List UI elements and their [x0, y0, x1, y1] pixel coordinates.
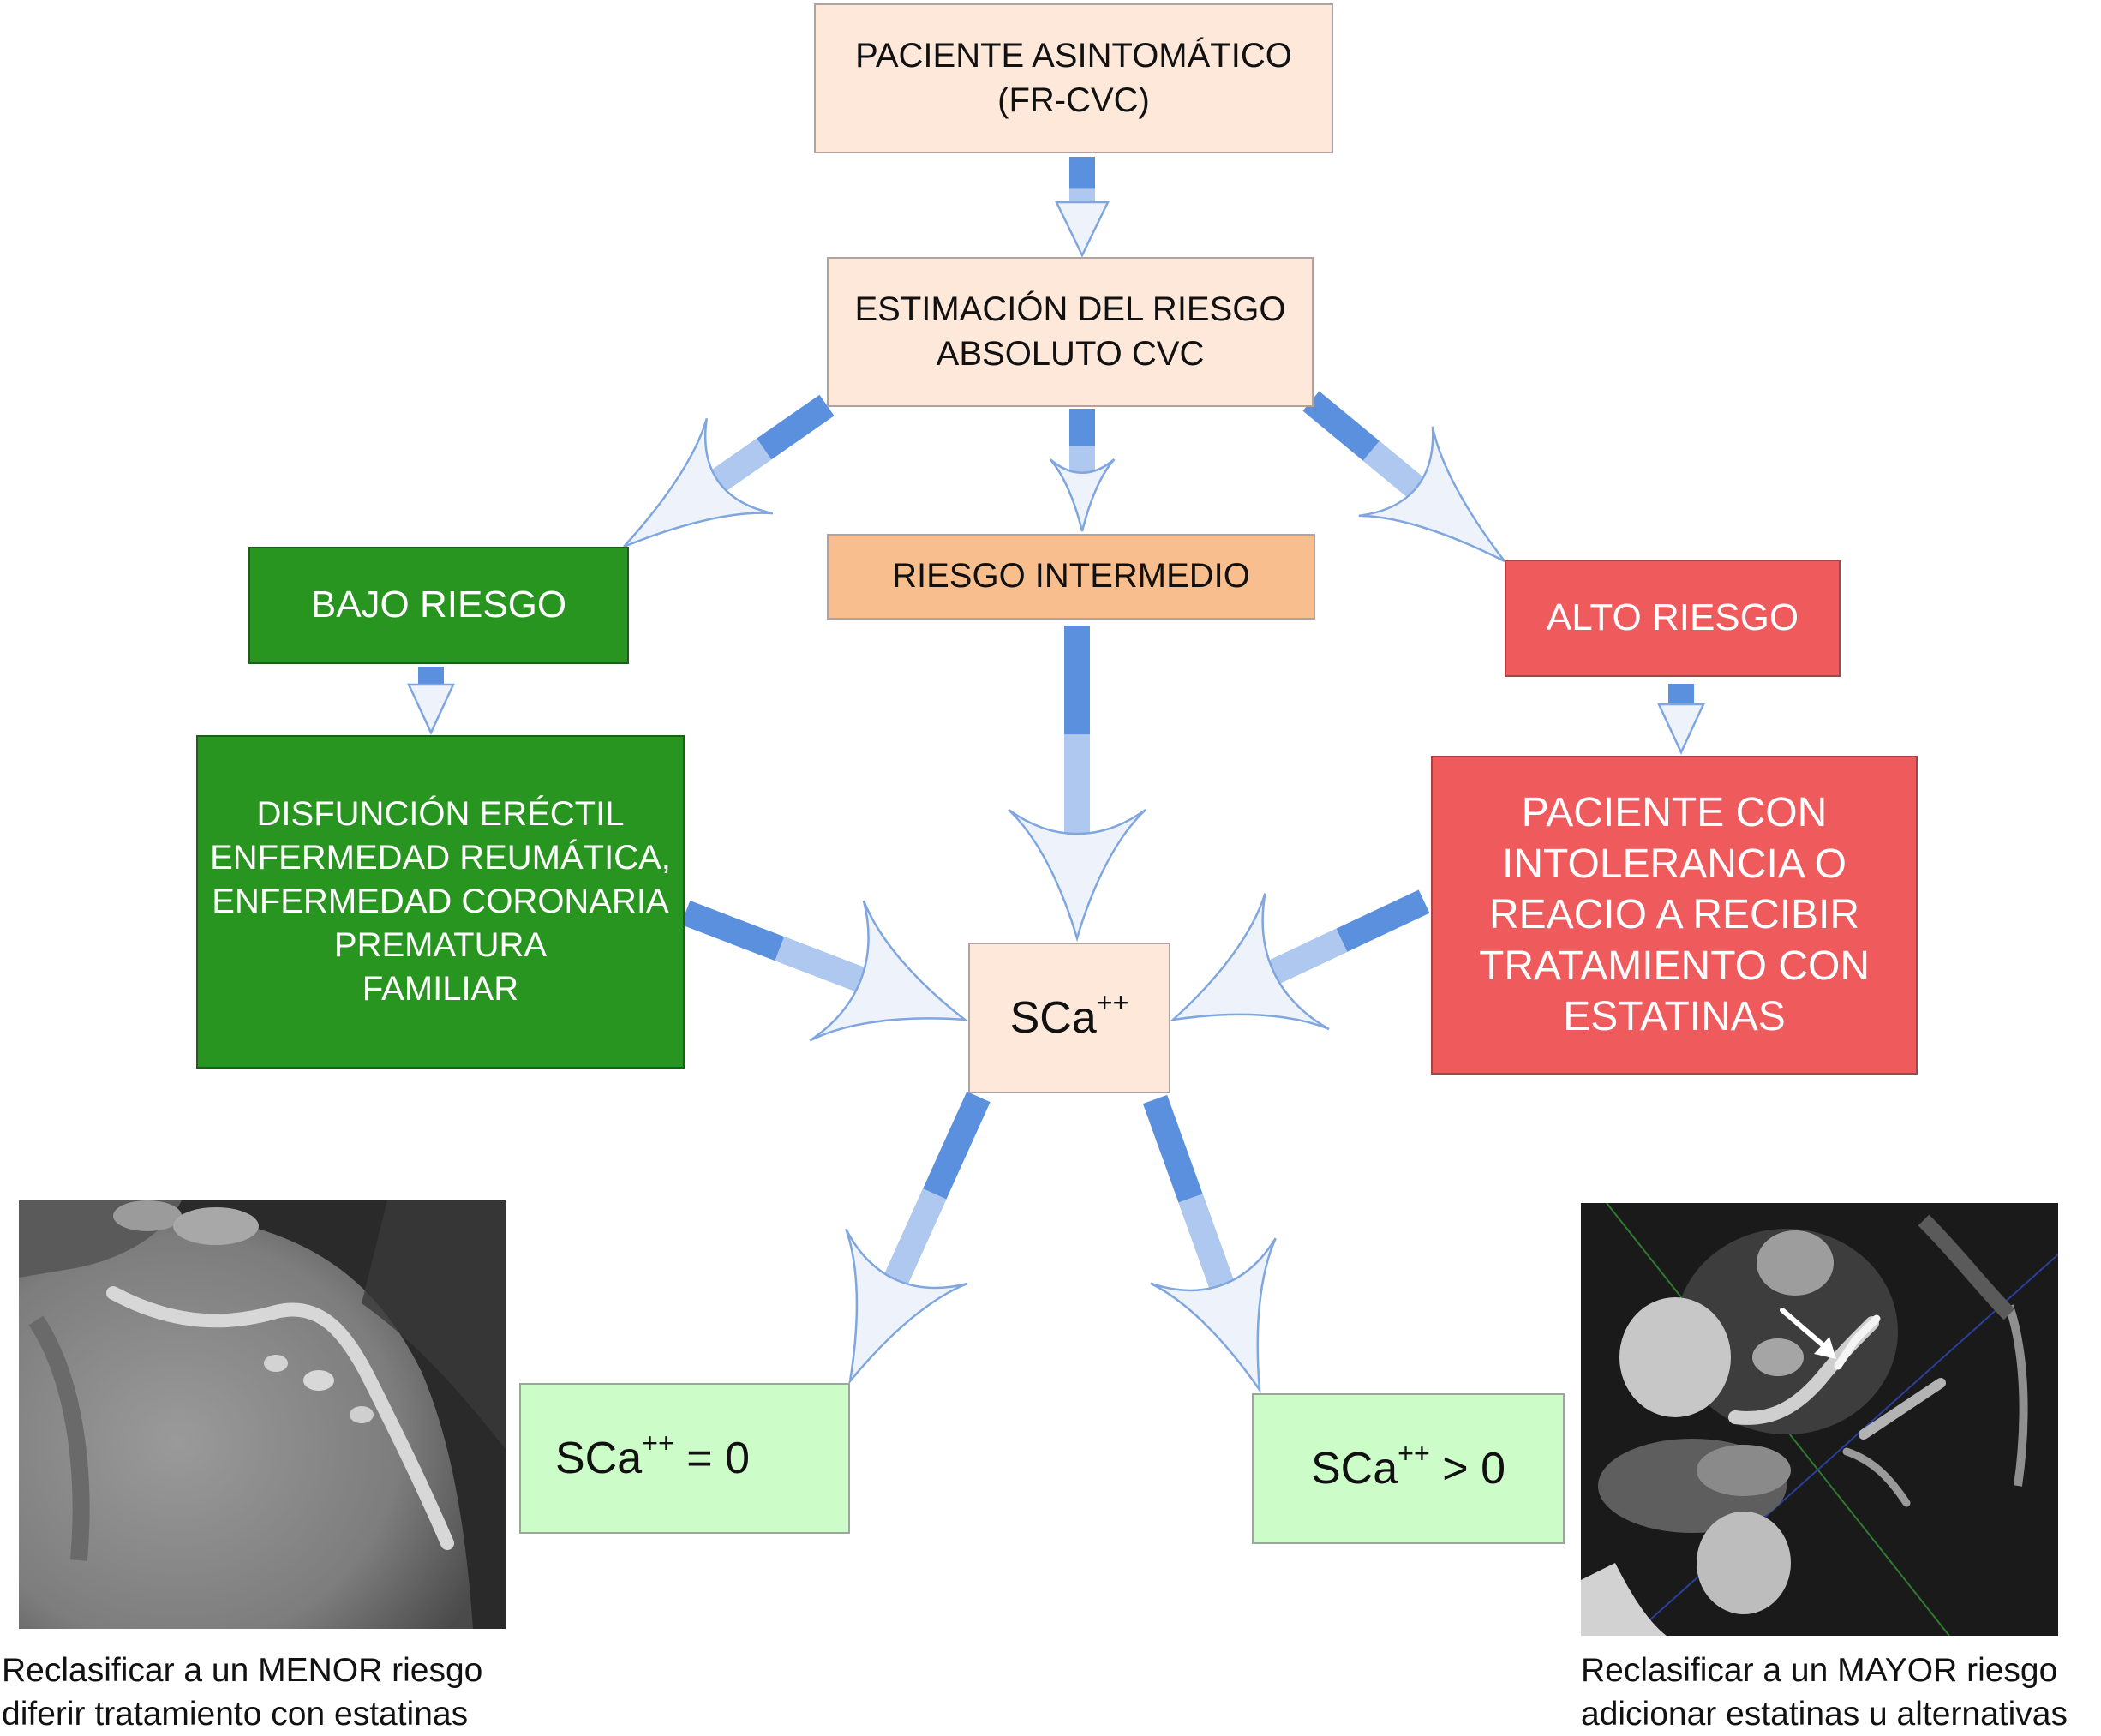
arrow-paciente-to-estimacion [1055, 157, 1110, 258]
factores-line4: PREMATURA [333, 926, 548, 965]
sca-cero-sup: ++ [642, 1427, 674, 1458]
arrow-estimacion-to-bajo [623, 394, 835, 548]
arrow-sca-to-mayor [1142, 1094, 1277, 1394]
arrow-factores-to-sca [680, 900, 969, 1042]
sca-mayor-box: SCa++ > 0 [1252, 1393, 1565, 1544]
sca-mayor-label: SCa++ > 0 [1311, 1437, 1505, 1498]
arrow-intermedio-to-sca [1008, 626, 1146, 943]
caption-high-risk: Reclasificar a un MAYOR riesgo adicionar… [1581, 1649, 2068, 1736]
arrow-sca-to-cero [845, 1091, 991, 1386]
arrow-alto-to-intolerancia [1657, 684, 1705, 755]
riesgo-intermedio-box: RIESGO INTERMEDIO [827, 534, 1315, 620]
caption-low-risk-line2: diferir tratamiento con estatinas [2, 1695, 469, 1733]
estimacion-line2: ABSOLUTO CVC [936, 334, 1205, 373]
sca-sup: ++ [1096, 986, 1129, 1018]
sca-cero-base: SCa [555, 1433, 643, 1483]
factores-line5: FAMILIAR [362, 970, 519, 1009]
alto-riesgo-label: ALTO RIESGO [1546, 596, 1799, 639]
sca-cero-suffix: = 0 [673, 1433, 750, 1483]
sca-mayor-sup: ++ [1398, 1437, 1430, 1469]
bajo-riesgo-box: BAJO RIESGO [248, 547, 629, 664]
sca-mayor-base: SCa [1311, 1443, 1398, 1494]
alto-riesgo-box: ALTO RIESGO [1505, 560, 1841, 677]
ct-scan-left-graphic [19, 1200, 506, 1629]
bajo-riesgo-label: BAJO RIESGO [310, 584, 567, 626]
intolerancia-line3: REACIO A RECIBIR [1488, 892, 1860, 938]
intolerancia-estatinas-box: PACIENTE CON INTOLERANCIA O REACIO A REC… [1431, 756, 1918, 1075]
estimacion-line1: ESTIMACIÓN DEL RIESGO [854, 290, 1286, 329]
caption-low-risk: Reclasificar a un MENOR riesgo diferir t… [2, 1649, 482, 1736]
ct-image-low-risk [19, 1200, 506, 1629]
riesgo-intermedio-label: RIESGO INTERMEDIO [892, 557, 1250, 596]
arrow-indicator-icon [1780, 1308, 1836, 1359]
paciente-asintomatico-box: PACIENTE ASINTOMÁTICO (FR-CVC) [814, 3, 1333, 153]
factores-line2: ENFERMEDAD REUMÁTICA, [210, 838, 671, 877]
sca-cero-label: SCa++ = 0 [555, 1427, 750, 1488]
factores-line1: DISFUNCIÓN ERÉCTIL [256, 794, 625, 833]
factores-riesgo-box: DISFUNCIÓN ERÉCTIL ENFERMEDAD REUMÁTICA,… [196, 735, 685, 1069]
caption-high-risk-line1: Reclasificar a un MAYOR riesgo [1581, 1652, 2058, 1689]
intolerancia-line5: ESTATINAS [1563, 994, 1786, 1040]
intolerancia-line1: PACIENTE CON [1521, 790, 1828, 836]
arrow-estimacion-to-intermedio [1049, 409, 1116, 532]
estimacion-riesgo-box: ESTIMACIÓN DEL RIESGO ABSOLUTO CVC [827, 257, 1314, 407]
arrow-bajo-to-factores [407, 667, 455, 735]
arrow-estimacion-to-alto [1302, 391, 1505, 563]
caption-low-risk-line1: Reclasificar a un MENOR riesgo [2, 1652, 483, 1689]
caption-high-risk-line2: adicionar estatinas u alternativas [1581, 1695, 2068, 1733]
paciente-line1: PACIENTE ASINTOMÁTICO [855, 37, 1292, 75]
sca-label: SCa++ [1009, 986, 1129, 1047]
sca-mayor-suffix: > 0 [1429, 1443, 1505, 1494]
sca-base: SCa [1009, 992, 1097, 1043]
sca-box: SCa++ [968, 943, 1170, 1093]
sca-cero-box: SCa++ = 0 [519, 1383, 850, 1534]
intolerancia-line2: INTOLERANCIA O [1502, 841, 1847, 887]
paciente-line2: (FR-CVC) [997, 81, 1150, 119]
ct-scan-right-graphic [1581, 1203, 2058, 1636]
factores-line3: ENFERMEDAD CORONARIA [212, 882, 669, 920]
arrow-intolerancia-to-sca [1170, 889, 1430, 1031]
ct-image-high-risk [1581, 1203, 2058, 1636]
intolerancia-line4: TRATAMIENTO CON [1479, 943, 1870, 989]
